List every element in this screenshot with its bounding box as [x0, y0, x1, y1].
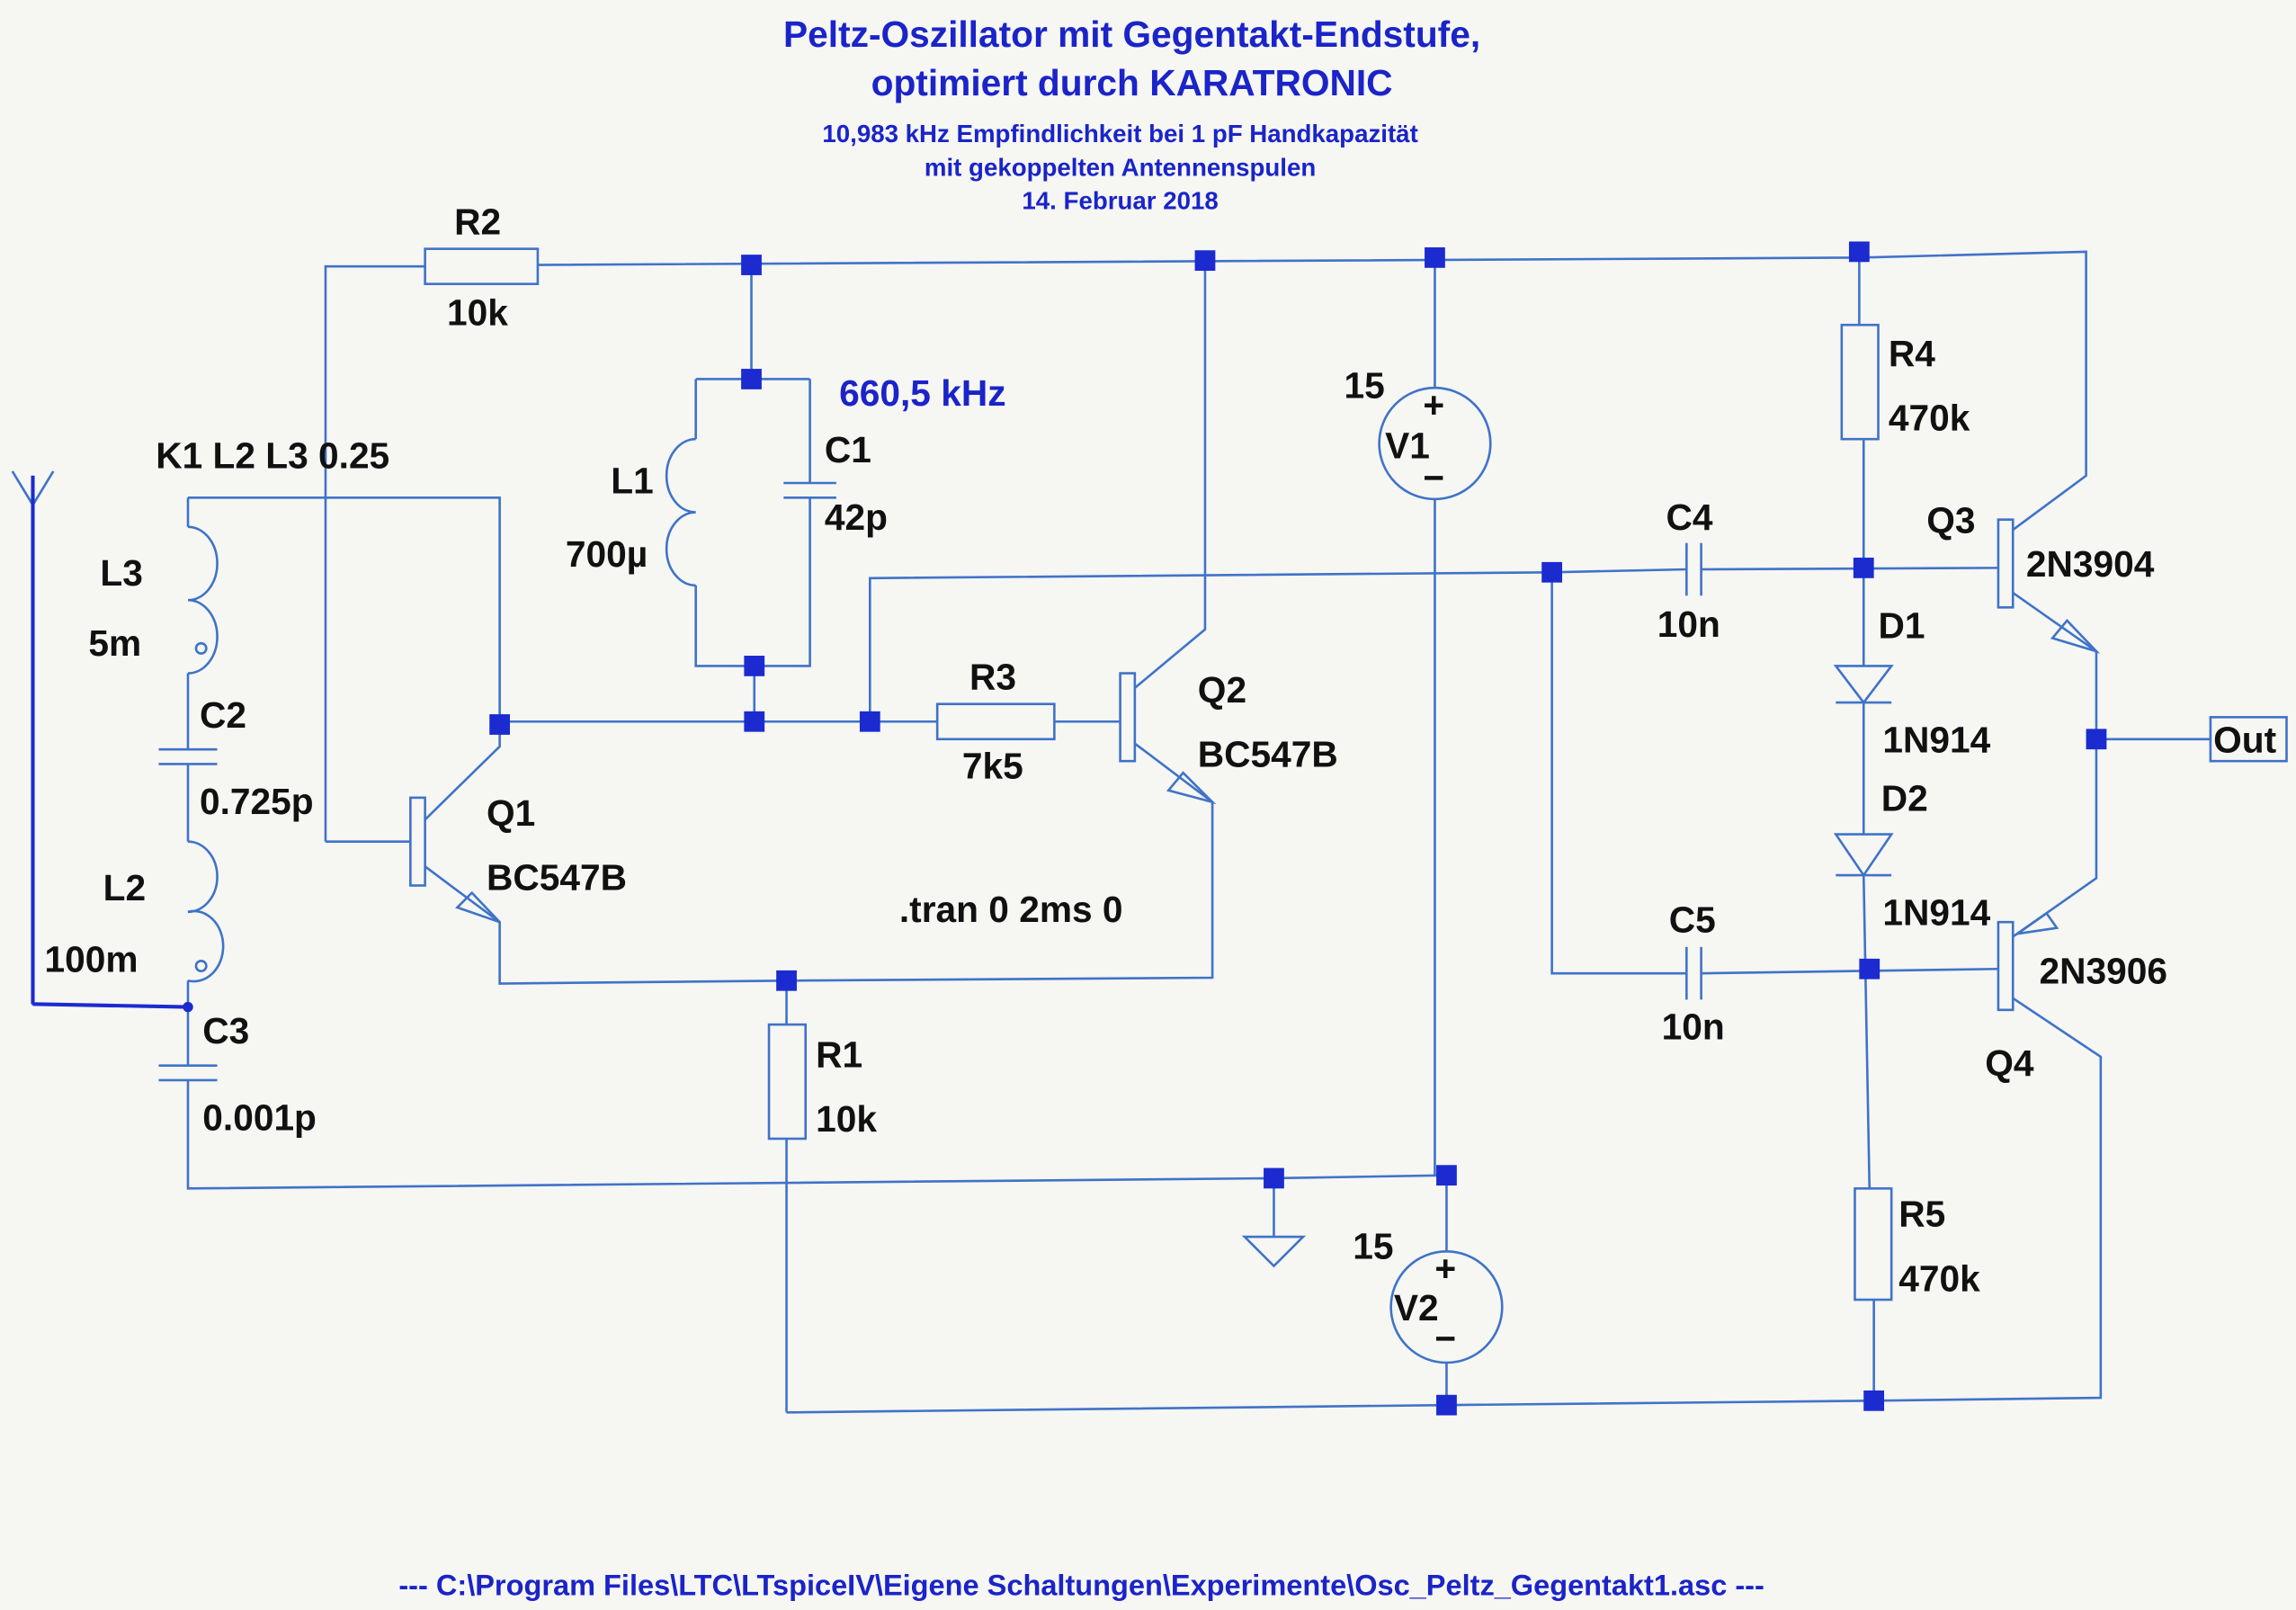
sim-directive: .tran 0 2ms 0	[899, 889, 1123, 930]
resistor-r2	[424, 247, 540, 285]
r4-value: 470k	[1889, 397, 1970, 438]
voltage-source-v1: + −	[1378, 384, 1492, 501]
v2-value: 15	[1353, 1225, 1393, 1266]
q4-name: Q4	[1985, 1042, 2034, 1084]
diode-d2	[1833, 833, 1894, 878]
resistor-r3	[935, 702, 1056, 741]
c5-value: 10n	[1662, 1006, 1725, 1047]
c2-name: C2	[200, 694, 246, 736]
q3-name: Q3	[1926, 499, 1975, 541]
r1-value: 10k	[816, 1098, 877, 1140]
capacitor-c5	[1685, 946, 1702, 1000]
capacitor-c2	[158, 747, 218, 765]
svg-text:Out: Out	[2213, 719, 2276, 760]
c1-value: 42p	[825, 496, 888, 538]
r5-value: 470k	[1898, 1257, 1980, 1299]
title-line-1: Peltz-Oszillator mit Gegentakt-Endstufe,	[783, 13, 1480, 55]
q2-name: Q2	[1198, 669, 1246, 711]
c1-name: C1	[825, 429, 871, 470]
resistor-r4	[1840, 323, 1880, 441]
junctions	[489, 241, 2107, 1416]
q3-value: 2N3904	[2026, 543, 2155, 585]
component-labels: R2 10k 660,5 kHz K1 L2 L3 0.25 L1 700µ C…	[45, 201, 2167, 1328]
d1-value: 1N914	[1882, 719, 1990, 760]
svg-text:+: +	[1423, 384, 1444, 425]
r1-name: R1	[816, 1033, 862, 1075]
capacitor-c1	[783, 481, 836, 499]
d1-name: D1	[1879, 604, 1925, 646]
voltage-source-v2: + −	[1389, 1248, 1504, 1364]
d2-name: D2	[1881, 778, 1928, 819]
v1-name: V1	[1385, 425, 1430, 466]
resistor-r5	[1854, 1187, 1893, 1301]
title-line-5: 14. Februar 2018	[1022, 187, 1218, 215]
l2-name: L2	[103, 867, 146, 908]
l1-name: L1	[611, 460, 653, 501]
inductor-l2	[187, 840, 225, 983]
title-line-4: mit gekoppelten Antennenspulen	[925, 153, 1316, 181]
svg-text:−: −	[1434, 1318, 1456, 1359]
transistor-q1	[409, 796, 501, 924]
coupling-directive: K1 L2 L3 0.25	[156, 435, 389, 477]
output-port: Out	[2209, 716, 2288, 763]
l3-value: 5m	[88, 622, 141, 664]
inductor-l1	[665, 437, 696, 587]
ground-icon	[1241, 1235, 1307, 1268]
l3-name: L3	[100, 552, 142, 594]
l2-value: 100m	[45, 939, 138, 980]
c4-value: 10n	[1657, 604, 1720, 645]
c5-name: C5	[1669, 899, 1716, 941]
r2-value: 10k	[447, 291, 508, 333]
r5-name: R5	[1898, 1194, 1945, 1235]
d2-value: 1N914	[1882, 891, 1990, 933]
q4-value: 2N3906	[2040, 951, 2167, 992]
q2-value: BC547B	[1198, 734, 1338, 775]
svg-text:−: −	[1423, 457, 1444, 498]
r3-name: R3	[969, 656, 1016, 697]
l1-value: 700µ	[566, 533, 648, 575]
transistor-q2	[1119, 672, 1217, 805]
c4-name: C4	[1666, 496, 1713, 538]
v1-value: 15	[1345, 365, 1385, 407]
diode-d1	[1833, 665, 1894, 705]
wires	[31, 250, 2211, 1414]
r4-name: R4	[1889, 333, 1935, 374]
q1-value: BC547B	[487, 856, 627, 898]
capacitor-c3	[158, 1064, 218, 1082]
title-line-2: optimiert durch KARATRONIC	[871, 62, 1393, 103]
capacitor-c4	[1685, 542, 1702, 596]
title-block: Peltz-Oszillator mit Gegentakt-Endstufe,…	[783, 13, 1480, 215]
inductor-l3	[188, 525, 219, 675]
r3-value: 7k5	[962, 746, 1023, 787]
c3-name: C3	[202, 1010, 249, 1051]
transistor-q3	[1997, 518, 2101, 654]
file-path: --- C:\Program Files\LTC\LTspiceIV\Eigen…	[398, 1570, 1764, 1602]
svg-text:+: +	[1434, 1248, 1456, 1289]
transistor-q4	[1997, 911, 2059, 1012]
c2-value: 0.725p	[200, 781, 314, 822]
title-line-3: 10,983 kHz Empfindlichkeit bei 1 pF Hand…	[822, 120, 1417, 148]
v2-name: V2	[1394, 1287, 1439, 1328]
frequency-note: 660,5 kHz	[839, 372, 1005, 414]
r2-name: R2	[454, 201, 501, 242]
c3-value: 0.001p	[202, 1096, 317, 1138]
q1-name: Q1	[487, 792, 535, 834]
resistor-r1	[767, 1023, 808, 1140]
